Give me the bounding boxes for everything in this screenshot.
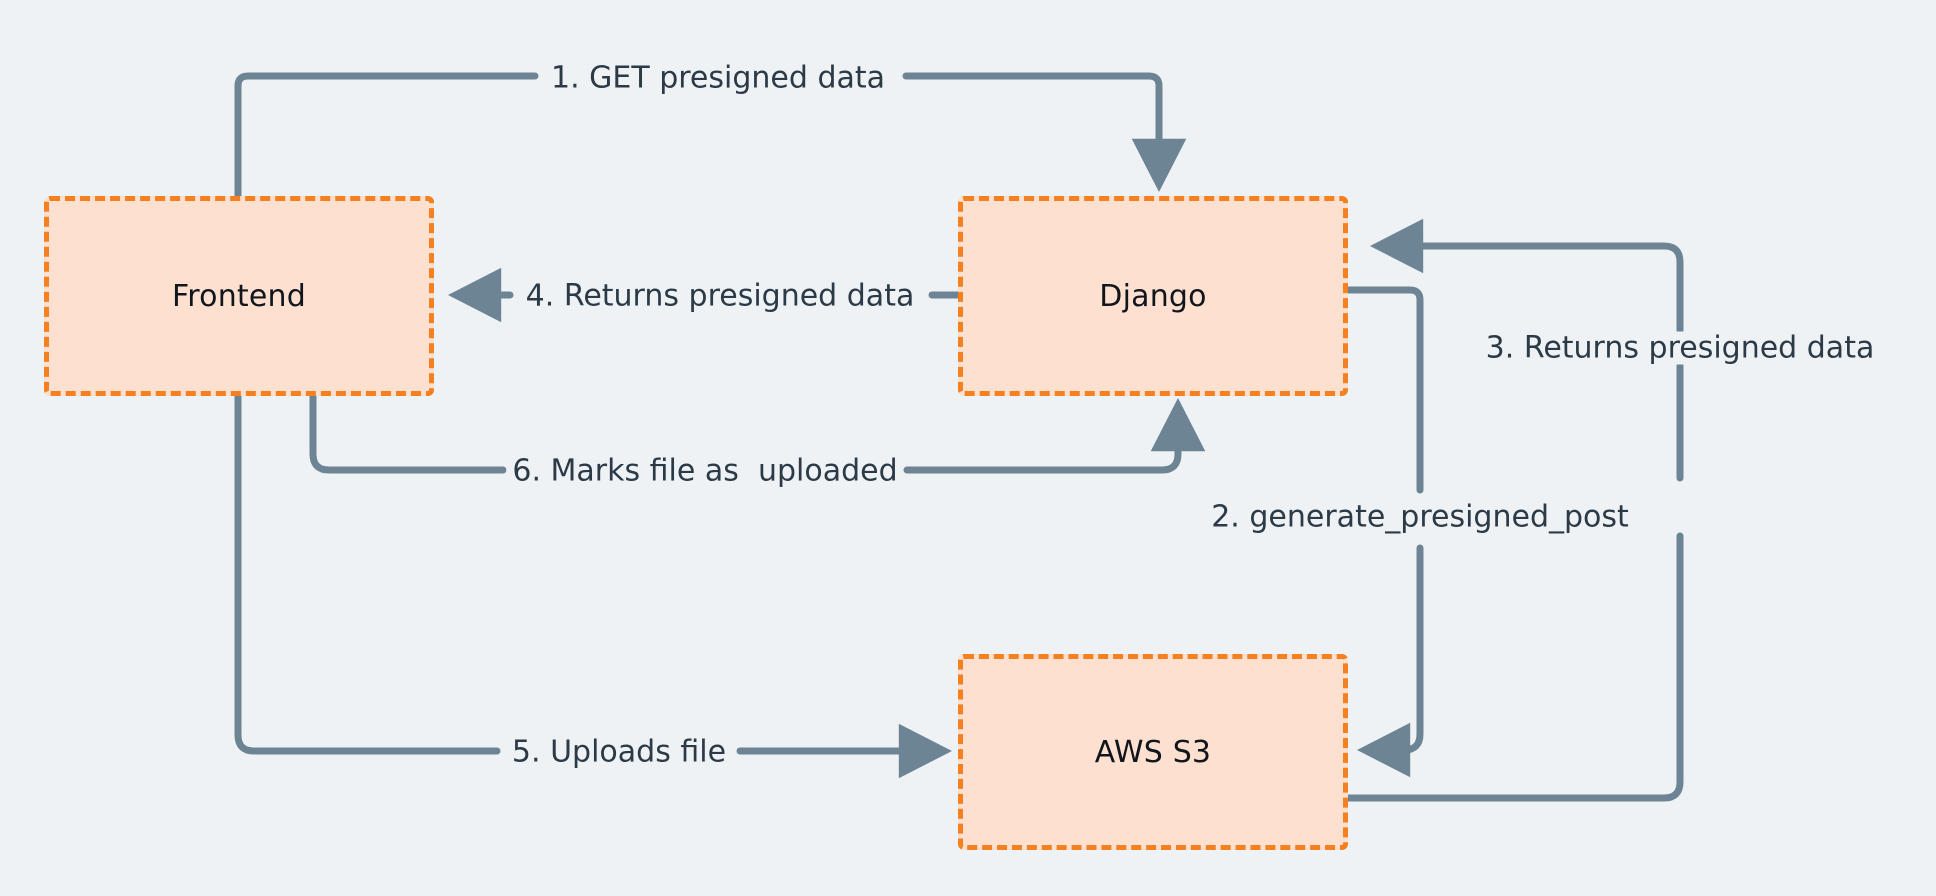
node-django-label: Django [1099,278,1207,314]
edge-label-2: 2. generate_presigned_post [1205,500,1635,534]
node-aws-s3[interactable]: AWS S3 [958,654,1348,850]
edge-path-2b [1356,544,1424,778]
edge-path-1b [902,72,1187,193]
edge-label-6: 6. Marks file as uploaded [506,454,904,488]
edge-label-4: 4. Returns presigned data [519,279,921,313]
node-aws-s3-label: AWS S3 [1094,734,1212,770]
edge-label-3: 3. Returns presigned data [1479,331,1881,365]
edge-label-5: 5. Uploads file [505,735,733,769]
edge-path-3 [1343,532,1684,802]
edge-path-6 [309,392,507,474]
edge-path-6b [903,397,1206,474]
node-frontend-label: Frontend [172,278,306,314]
node-frontend[interactable]: Frontend [44,196,434,396]
edge-label-1: 1. GET presigned data [544,61,892,95]
edge-path-5 [234,392,501,755]
edge-path-2 [1343,286,1424,494]
edge-path-1 [234,72,539,200]
edge-path-3b [1369,218,1684,482]
node-django[interactable]: Django [958,196,1348,396]
